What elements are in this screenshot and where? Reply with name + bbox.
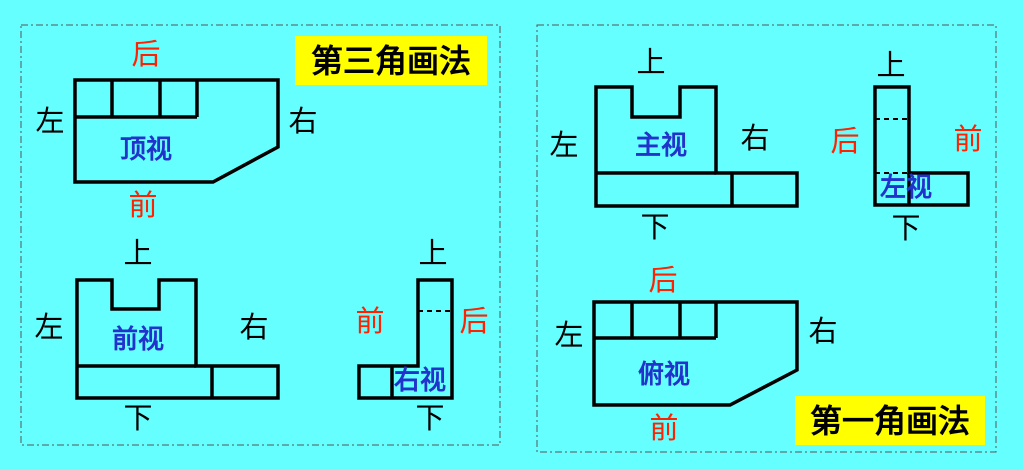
third-angle-title: 第三角画法	[311, 42, 471, 80]
top-view-outline	[73, 78, 280, 184]
top-view-dir-left: 左	[35, 104, 64, 138]
first-angle-front-view: 主视 上 下 左 右	[549, 45, 799, 244]
plan-view-label: 俯视	[638, 359, 690, 390]
front-view-dir-top: 上	[123, 236, 152, 270]
main-view-label: 主视	[635, 131, 687, 161]
right-view-dir-right: 后	[459, 304, 488, 338]
plan-view-dir-left: 左	[554, 318, 583, 352]
right-view-outline	[357, 278, 454, 400]
front-view-dir-bottom: 下	[123, 401, 152, 435]
right-view-dir-left: 前	[355, 304, 384, 338]
first-angle-frame	[536, 24, 997, 453]
left-view-outline	[873, 85, 970, 207]
top-view-edges	[75, 80, 199, 119]
left-view-hidden-lines	[875, 118, 909, 174]
third-angle-right-view: 右视 上 下 前 后	[355, 236, 488, 435]
left-view-dir-bottom: 下	[891, 211, 920, 245]
third-angle-front-view: 前视 上 下 左 右	[34, 236, 280, 435]
plan-view-edges	[594, 302, 718, 340]
top-view-dir-top: 后	[131, 37, 160, 71]
main-view-dir-left: 左	[549, 128, 578, 162]
plan-view-dir-bottom: 前	[649, 411, 678, 445]
third-angle-top-view: 顶视 后 前 左 右	[35, 37, 317, 222]
front-view-dir-left: 左	[34, 310, 63, 344]
right-view-label: 右视	[394, 366, 446, 396]
main-view-dir-top: 上	[636, 45, 665, 79]
plan-view-dir-top: 后	[648, 263, 677, 297]
first-angle-panel: 第一角画法 主视 上 下 左 右 左视 上 下 后 前 俯视 后	[536, 24, 997, 453]
plan-view-dir-right: 右	[808, 314, 837, 348]
left-view-dir-top: 上	[876, 48, 905, 82]
front-view-label: 前视	[112, 324, 164, 355]
left-view-dir-right: 前	[953, 122, 982, 156]
third-angle-title-background	[295, 36, 487, 85]
left-view-dir-left: 后	[830, 124, 859, 158]
front-view-edges	[77, 364, 214, 398]
third-angle-panel: 第三角画法 顶视 后 前 左 右 前视 上 下 左 右 右视 上	[20, 24, 501, 446]
right-view-dir-top: 上	[418, 236, 447, 270]
first-angle-top-view: 俯视 后 前 左 右	[554, 263, 837, 445]
main-view-dir-right: 右	[740, 121, 769, 155]
main-view-outline	[594, 85, 799, 208]
main-view-edges	[596, 171, 734, 206]
first-angle-title: 第一角画法	[810, 402, 970, 440]
left-view-label: 左视	[880, 173, 932, 203]
main-view-dir-bottom: 下	[640, 210, 669, 244]
top-view-dir-bottom: 前	[128, 188, 157, 222]
top-view-label: 顶视	[120, 135, 172, 165]
plan-view-outline	[592, 300, 799, 407]
right-view-dir-bottom: 下	[415, 401, 444, 435]
top-view-dir-right: 右	[288, 104, 317, 138]
front-view-dir-right: 右	[239, 310, 268, 344]
first-angle-title-background	[795, 396, 985, 445]
first-angle-left-view: 左视 上 下 后 前	[830, 48, 982, 245]
